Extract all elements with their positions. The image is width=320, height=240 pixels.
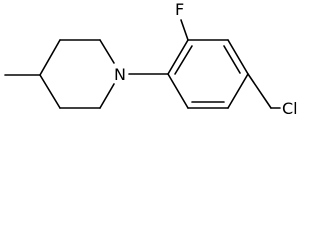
structure-diagram: F N Cl bbox=[0, 0, 313, 120]
double-bond-c3-c4 bbox=[223, 45, 241, 74]
molecule-drawing: F N Cl bbox=[4, 0, 298, 118]
bond-ar-c6-c1 bbox=[167, 73, 189, 109]
bond-ar-ch2 bbox=[247, 73, 272, 109]
bond-pip-c5-c4 bbox=[39, 74, 61, 109]
bond-ar-c4-c5 bbox=[227, 73, 249, 109]
bond-pip-n-c6 bbox=[99, 83, 115, 109]
bond-pip-c4-c3 bbox=[39, 39, 61, 76]
fluorine-label: F bbox=[175, 0, 184, 19]
bond-ar-c3-c4 bbox=[227, 39, 249, 75]
bond-pip-c2-n bbox=[99, 39, 115, 64]
nitrogen-label: N bbox=[114, 65, 126, 84]
benzene-ring bbox=[167, 39, 249, 109]
piperidine-ring bbox=[4, 39, 115, 109]
bond-c-f bbox=[180, 19, 189, 41]
bond-ar-c1-c2 bbox=[167, 39, 189, 75]
double-bond-c1-c2 bbox=[174, 45, 193, 75]
chlorine-label: Cl bbox=[282, 99, 298, 118]
